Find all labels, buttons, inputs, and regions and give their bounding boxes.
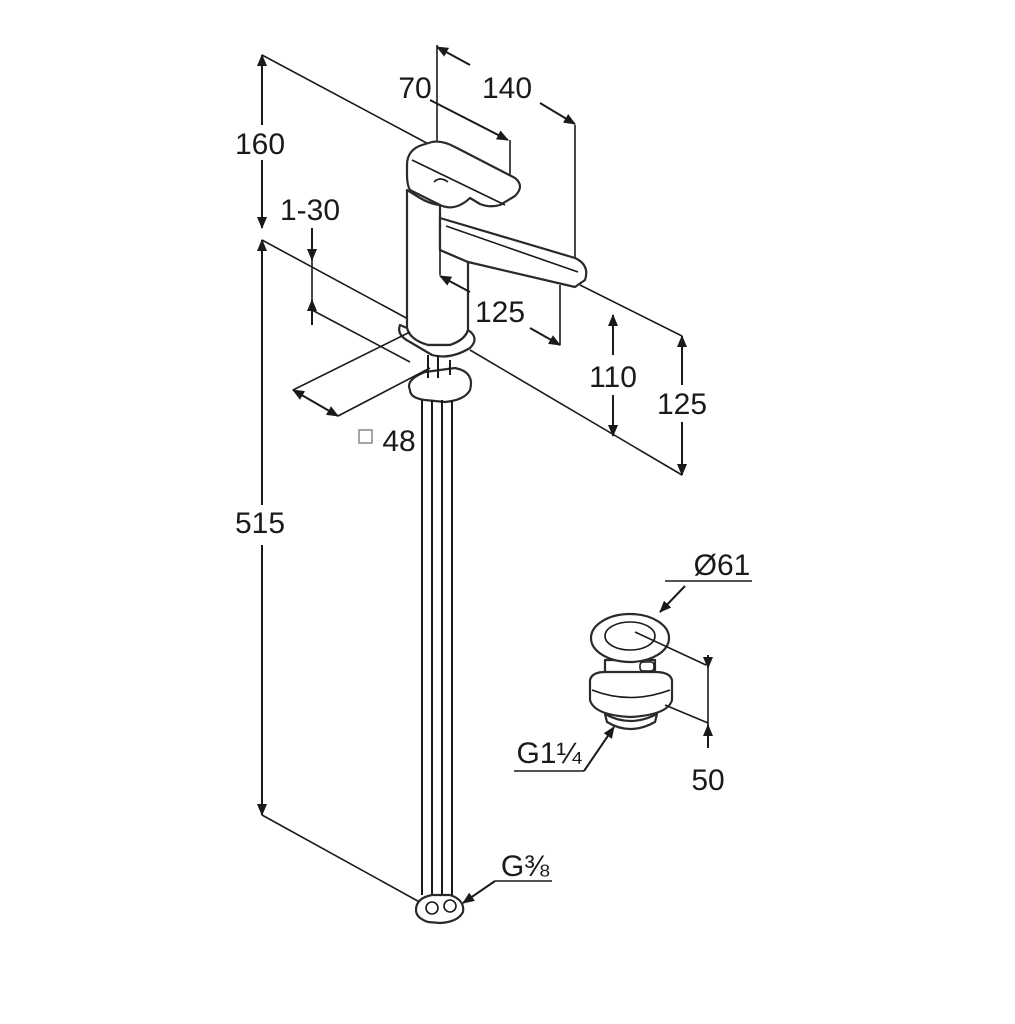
drain-height-label: 50	[691, 764, 724, 797]
dimension-spout-reach: 125	[439, 275, 561, 346]
dimension-heights-right: 110 125	[469, 284, 707, 476]
dimension-height-left: 160 515	[235, 54, 437, 906]
dim-110-label: 110	[589, 361, 637, 394]
dimension-deck-thickness: 1-30	[280, 194, 411, 363]
dim-70-label: 70	[398, 72, 431, 105]
drain-diameter-label: Ø61	[694, 549, 751, 582]
dimension-base-square: 48	[292, 331, 431, 458]
drain-thread-label: G1¼	[516, 737, 582, 770]
dim-515-label: 515	[235, 507, 285, 540]
dimension-drain: Ø61 50 G1¼	[514, 549, 752, 797]
dim-1-30-label: 1-30	[280, 194, 340, 227]
dim-125-height-label: 125	[657, 388, 707, 421]
dimension-top: 70 140	[398, 45, 576, 270]
square-symbol-icon	[358, 429, 373, 444]
dim-48-label: 48	[382, 425, 415, 458]
dim-140-label: 140	[482, 72, 532, 105]
callout-connection-thread: G⅜	[462, 850, 552, 904]
dim-125-reach-label: 125	[475, 296, 525, 329]
dim-160-label: 160	[235, 128, 285, 161]
thread-g38-label: G⅜	[501, 850, 550, 883]
faucet-illustration	[398, 140, 588, 925]
drain-illustration	[588, 612, 709, 731]
